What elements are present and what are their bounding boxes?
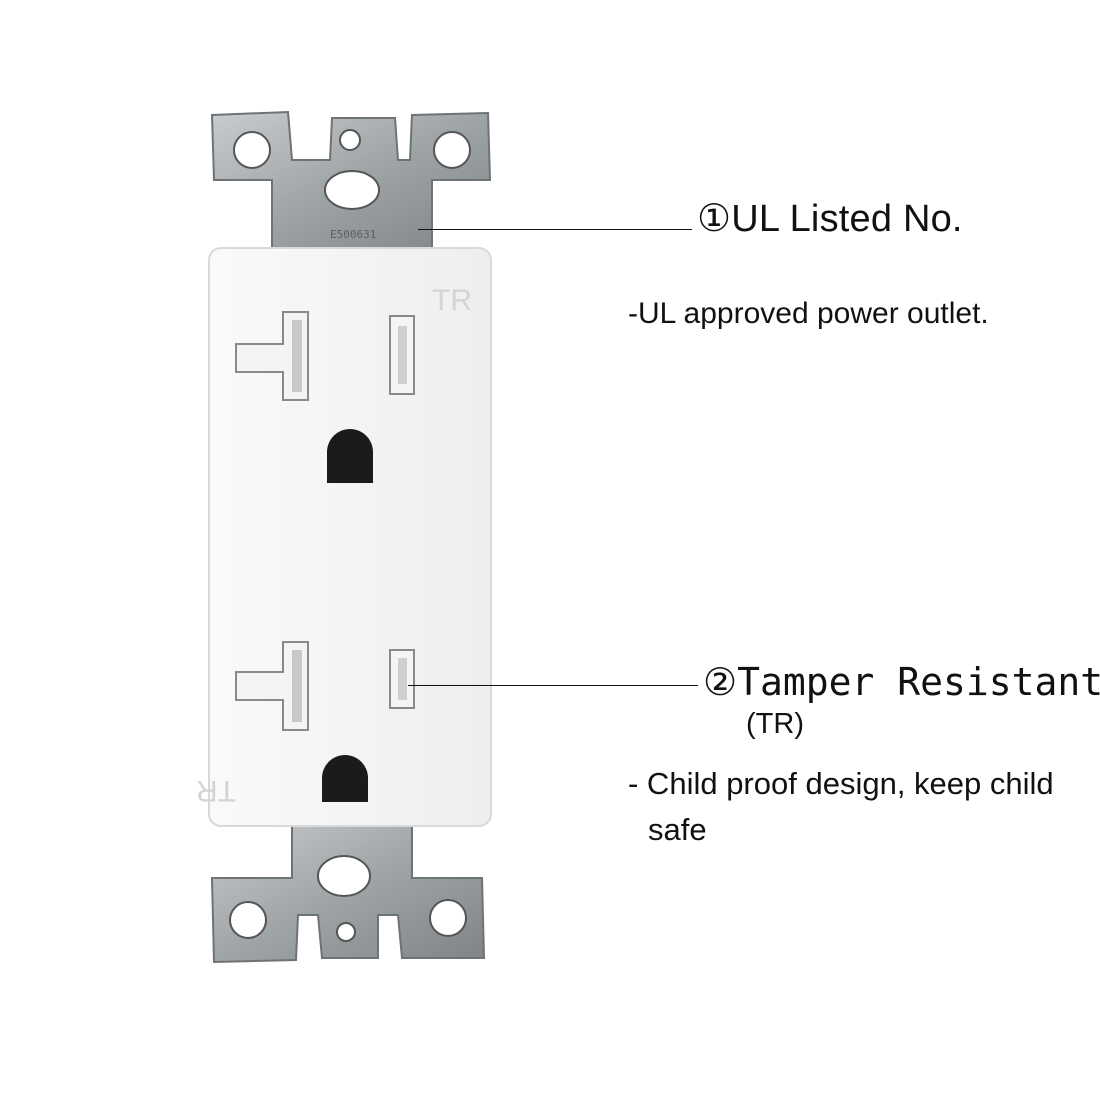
bottom-mounting-strap: [210, 819, 486, 964]
callout-2-description-line1: - Child proof design, keep child: [628, 766, 1054, 801]
callout-1-description: -UL approved power outlet.: [628, 297, 989, 330]
outlet-face: [208, 247, 492, 827]
upper-receptacle: [235, 311, 415, 483]
top-small-hole: [339, 129, 361, 151]
upper-ground-hole: [327, 429, 373, 483]
top-center-slot: [324, 170, 380, 210]
top-mounting-strap: E500631: [210, 110, 492, 249]
tr-marking-bottom: TR: [196, 774, 236, 807]
bottom-center-slot: [317, 855, 371, 897]
lower-t-slot: [235, 641, 309, 731]
bottom-left-screw-hole: [229, 901, 267, 939]
upper-t-slot: [235, 311, 309, 401]
lower-receptacle: [235, 641, 415, 802]
callout-1-title: ①UL Listed No.: [697, 198, 963, 240]
strap-stamp: E500631: [330, 228, 376, 241]
callout-1-leader-line: [418, 229, 692, 230]
callout-2-leader-line: [408, 685, 698, 686]
top-right-screw-hole: [433, 131, 471, 169]
bottom-right-screw-hole: [429, 899, 467, 937]
tr-marking-top: TR: [432, 284, 472, 317]
callout-2-title: ②Tamper Resistant: [703, 660, 1100, 704]
bottom-small-hole: [336, 922, 356, 942]
callout-2-subtitle: (TR): [746, 708, 804, 740]
callout-2-description-line2: safe: [648, 812, 707, 847]
top-left-screw-hole: [233, 131, 271, 169]
lower-ground-hole: [322, 755, 368, 802]
